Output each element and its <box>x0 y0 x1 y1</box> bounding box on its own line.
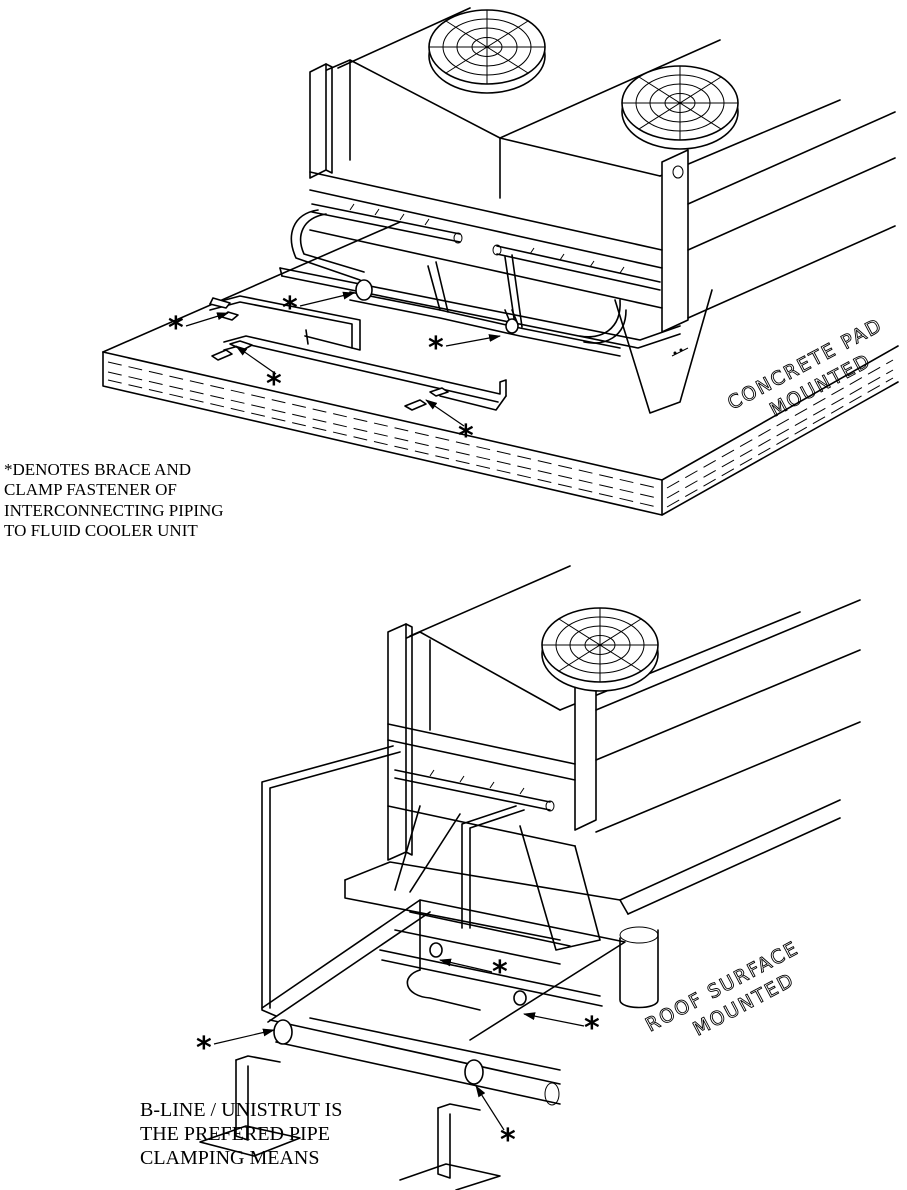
fastener-note-line: *DENOTES BRACE AND <box>4 460 192 479</box>
clamp-note-line: CLAMPING MEANS <box>140 1147 320 1169</box>
clamp-note: B-LINE / UNISTRUT IS THE PREFERED PIPE C… <box>140 1098 342 1170</box>
fastener-marker: * <box>584 1011 600 1046</box>
fastener-marker: * <box>168 311 184 346</box>
roof-curb <box>344 799 841 1009</box>
fastener-note-line: INTERCONNECTING PIPING <box>4 500 224 520</box>
clamp-note-line: B-LINE / UNISTRUT IS <box>140 1099 343 1121</box>
fastener-note-line: TO FLUID COOLER UNIT <box>4 521 198 541</box>
floor-supports <box>199 1055 501 1190</box>
fastener-marker: * <box>196 1031 212 1066</box>
concrete-pad-view: * * * * * CONCRETE PAD MOUNTED <box>102 7 899 516</box>
interconnecting-piping-bottom <box>261 745 626 1106</box>
fluid-cooler-unit-top <box>309 7 896 414</box>
roof-surface-view: * * * * ROOF SURFACE MOUNTED <box>196 565 861 1190</box>
concrete-pad-label: CONCRETE PAD MOUNTED <box>724 314 887 422</box>
fastener-marker: * <box>266 367 282 402</box>
fastener-marker: * <box>458 419 474 454</box>
pipe-rack-top <box>209 295 507 411</box>
fastener-marker: * <box>282 291 298 326</box>
fastener-marker: * <box>492 955 508 990</box>
interconnecting-piping-top <box>279 209 681 357</box>
fastener-note: *DENOTES BRACE AND CLAMP FASTENER OF INT… <box>4 460 224 542</box>
clamp-note-line: THE PREFERED PIPE <box>140 1123 331 1145</box>
concrete-pad <box>102 221 899 516</box>
fastener-markers-bottom: * * * * <box>196 955 600 1158</box>
fastener-note-line: CLAMP FASTENER OF <box>4 480 177 500</box>
fastener-marker: * <box>500 1123 516 1158</box>
fastener-markers-top: * * * * * <box>168 291 501 454</box>
fastener-marker: * <box>428 331 444 366</box>
roof-surface-label: ROOF SURFACE MOUNTED <box>642 937 804 1041</box>
fluid-cooler-unit-bottom <box>387 565 861 951</box>
